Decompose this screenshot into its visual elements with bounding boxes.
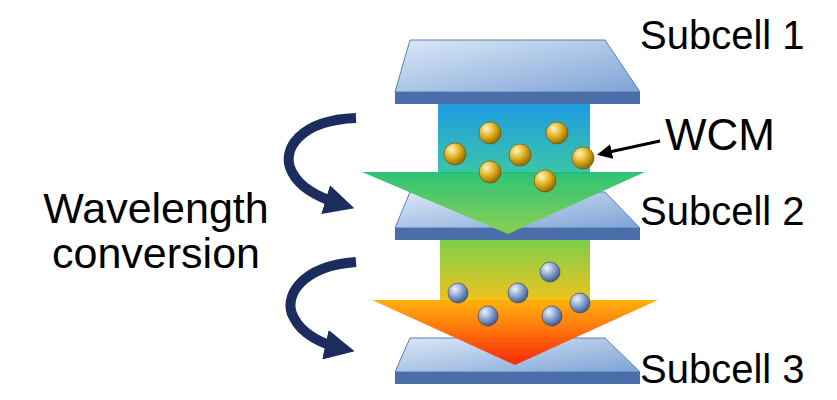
curved-arrow [290,262,356,348]
subcell-label: Subcell 3 [640,348,805,390]
conversion-layer [440,240,590,302]
wcm-particles [448,262,590,326]
conversion-layer [438,104,590,174]
light-arrow [362,172,645,234]
light-arrow [372,300,658,365]
subcell-name: Subcell 1 [640,14,805,56]
wcm-particles [444,122,594,192]
process-label: Wavelength conversion [6,186,306,276]
subcell-plate [395,40,640,104]
subcell-name: Subcell 2 [640,190,805,232]
leader-line [600,141,660,154]
curved-arrow [289,118,356,204]
subcell-label: Subcell 2 [640,190,805,232]
subcell-name: Subcell 3 [640,348,805,390]
wcm-label: WCM [665,112,775,158]
subcell-label: Subcell 1 [640,14,805,56]
